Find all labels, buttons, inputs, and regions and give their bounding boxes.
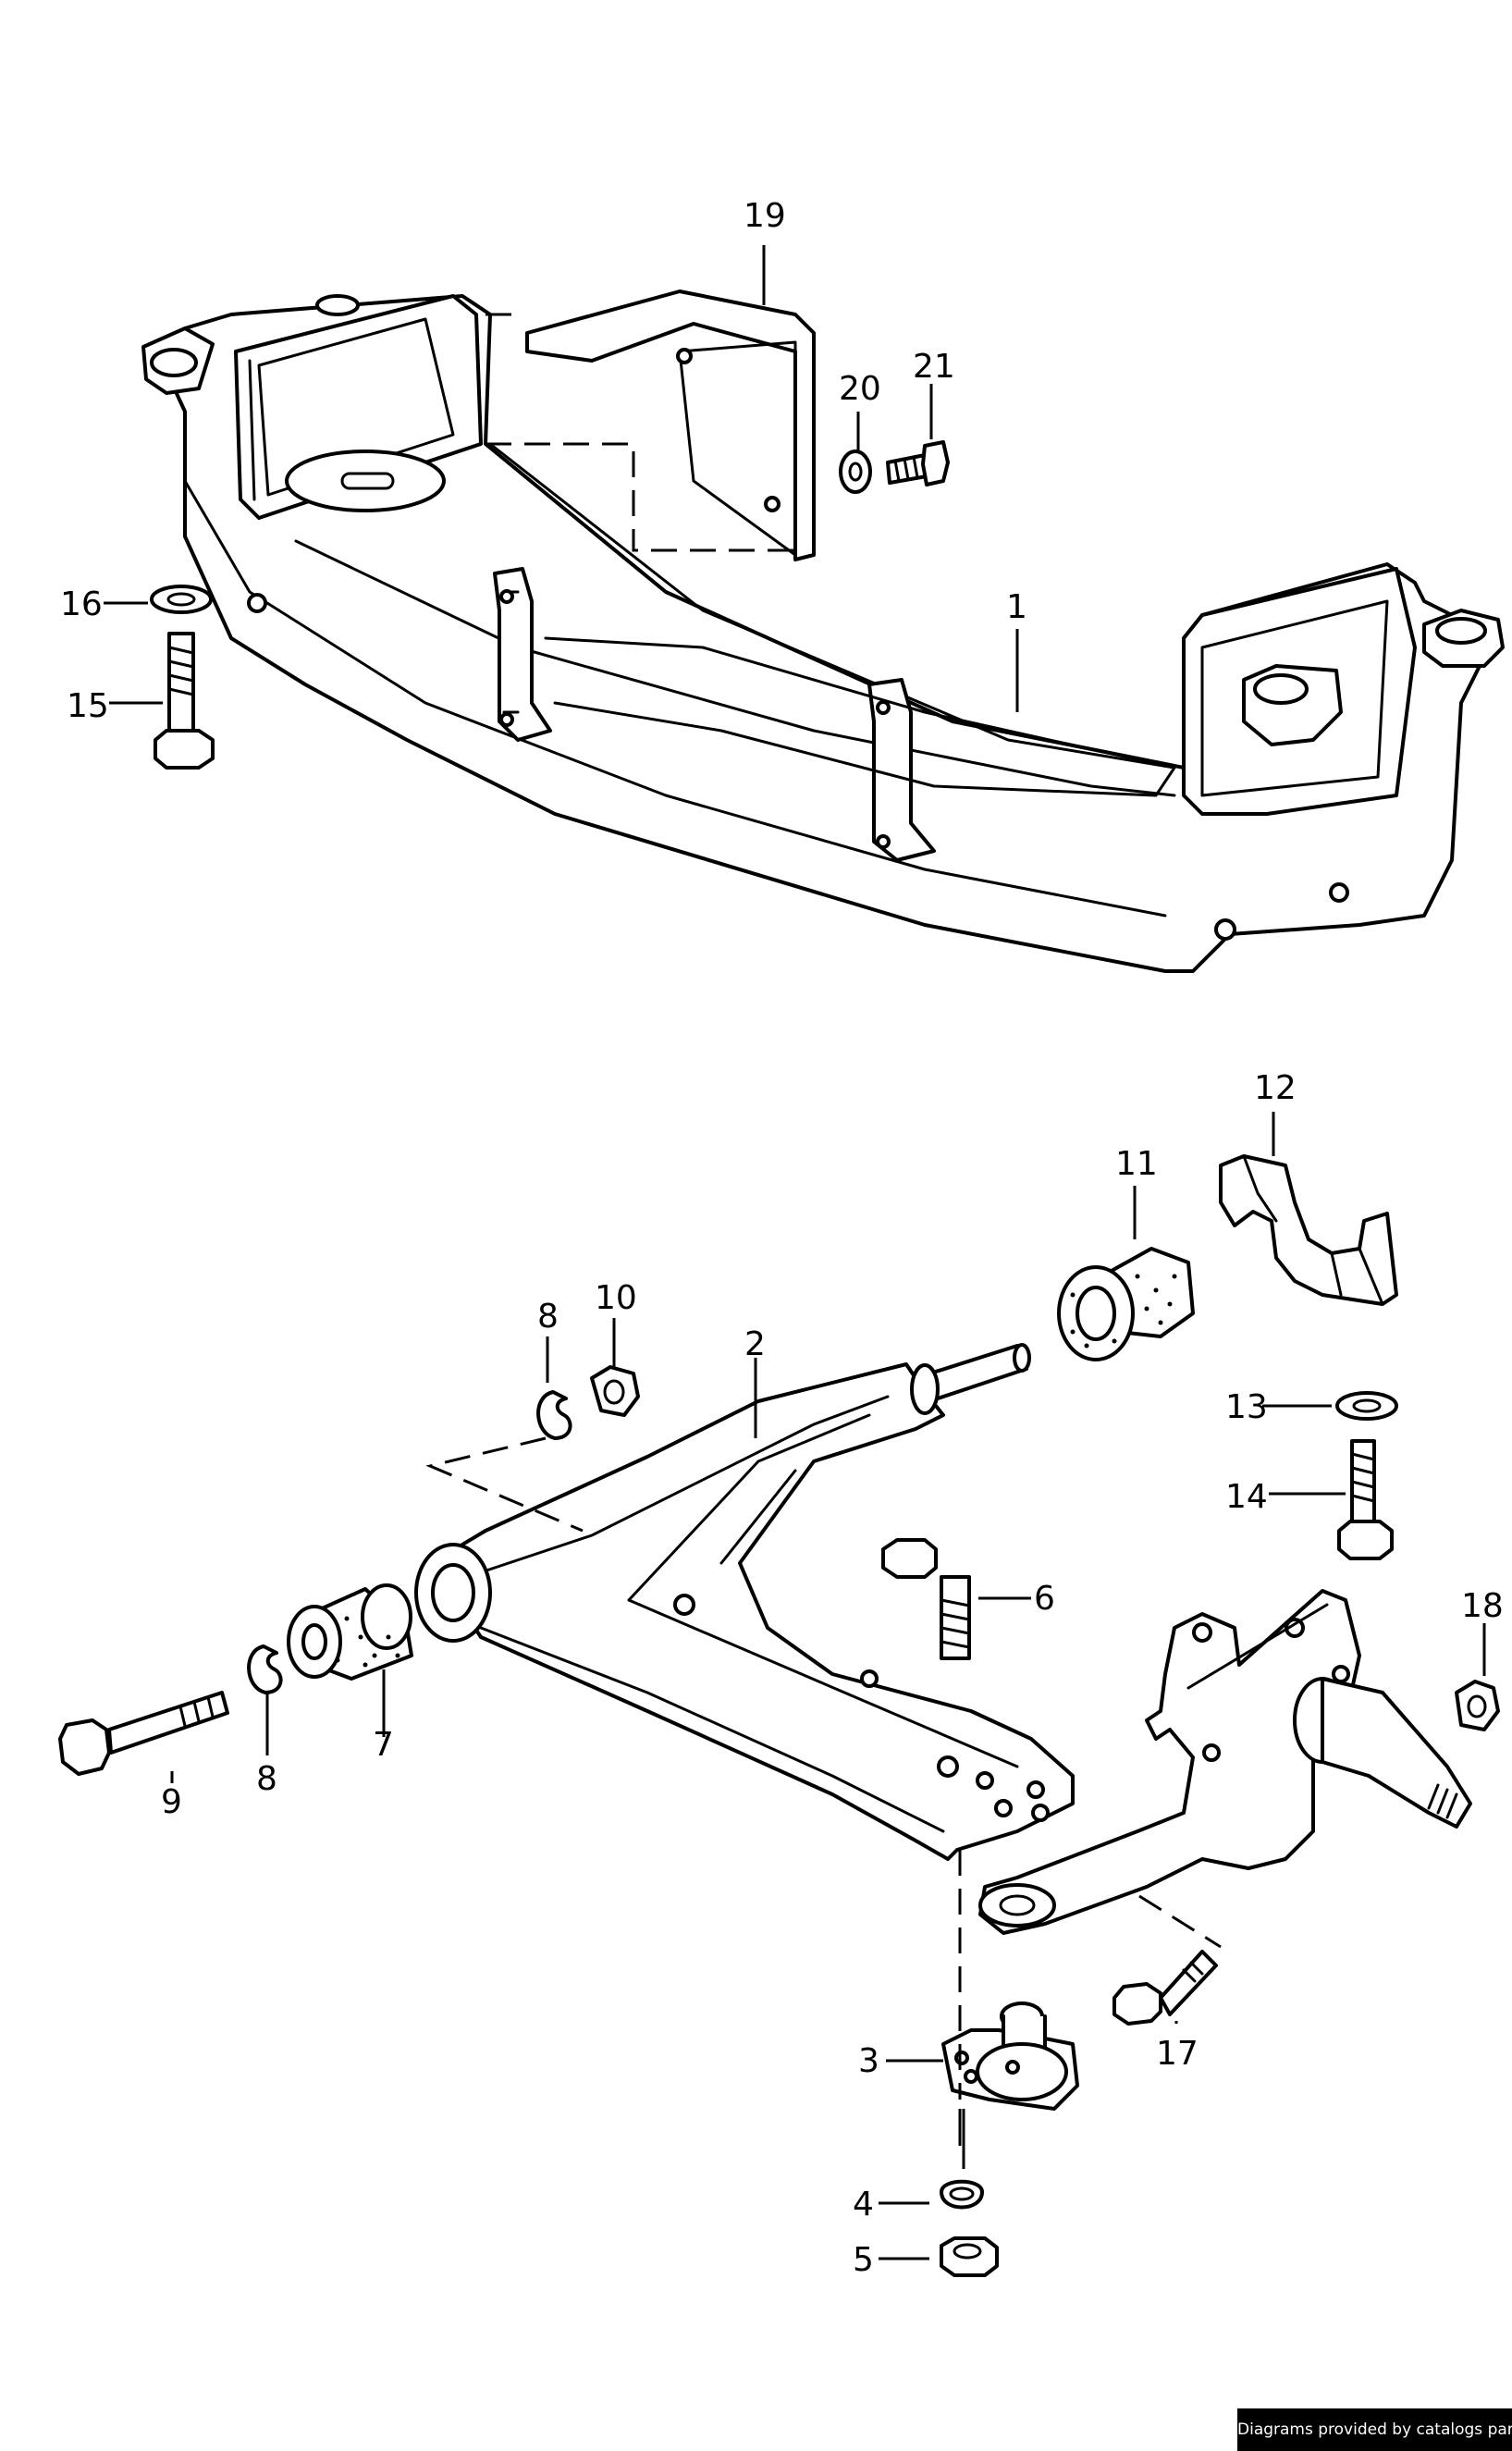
callout-3: 3 bbox=[858, 2042, 879, 2080]
washer-part-16 bbox=[150, 585, 213, 614]
callout-6: 6 bbox=[1034, 1580, 1055, 1618]
bolt-part-15 bbox=[154, 632, 215, 770]
callout-9: 9 bbox=[161, 1783, 182, 1821]
clamp-part-12 bbox=[1219, 1154, 1398, 1306]
bolt-part-9 bbox=[58, 1691, 229, 1776]
callout-19: 19 bbox=[744, 197, 786, 235]
washer-part-20 bbox=[839, 450, 872, 494]
bolt-part-21 bbox=[886, 440, 950, 487]
callout-8-top: 8 bbox=[537, 1298, 559, 1336]
callout-10: 10 bbox=[595, 1279, 637, 1317]
callout-7: 7 bbox=[373, 1726, 394, 1764]
callout-15: 15 bbox=[67, 687, 109, 725]
callout-13: 13 bbox=[1225, 1388, 1268, 1426]
nut-part-10 bbox=[590, 1365, 640, 1417]
credit-banner: Diagrams provided by catalogs parts bbox=[1237, 2408, 1512, 2451]
callout-16: 16 bbox=[60, 585, 103, 623]
callout-5: 5 bbox=[853, 2241, 874, 2279]
bolt-part-17 bbox=[1112, 1950, 1218, 2026]
callout-21: 21 bbox=[913, 348, 955, 386]
leader-lines bbox=[104, 245, 1486, 2260]
callout-11: 11 bbox=[1115, 1145, 1158, 1183]
bracket-part-19 bbox=[486, 289, 816, 561]
callout-8-bottom: 8 bbox=[256, 1760, 277, 1798]
bushing-part-11 bbox=[1057, 1247, 1195, 1361]
nut-part-18 bbox=[1455, 1680, 1500, 1731]
steering-knuckle bbox=[978, 1589, 1472, 1949]
callout-12: 12 bbox=[1254, 1069, 1297, 1107]
washer-part-13 bbox=[1335, 1391, 1398, 1421]
bolt-part-6 bbox=[881, 1538, 971, 1660]
callout-17: 17 bbox=[1156, 2035, 1199, 2073]
washer-part-8-top bbox=[536, 1390, 572, 1440]
bushing-part-7 bbox=[287, 1583, 413, 1681]
callout-20: 20 bbox=[839, 370, 881, 408]
ball-joint-part-3 bbox=[941, 2001, 1079, 2111]
callout-2: 2 bbox=[744, 1325, 766, 1363]
crossmember-part-1 bbox=[141, 294, 1505, 973]
callout-14: 14 bbox=[1225, 1478, 1268, 1516]
callout-labels: 19 20 21 16 15 1 12 11 13 14 2 8 10 6 18… bbox=[60, 197, 1504, 2279]
control-arm-part-2 bbox=[414, 1343, 1075, 1861]
bolt-part-14 bbox=[1337, 1439, 1394, 1560]
washer-part-8-bottom bbox=[247, 1644, 283, 1694]
callout-18: 18 bbox=[1461, 1587, 1504, 1625]
lock-washer-part-4 bbox=[940, 2179, 984, 2210]
callout-4: 4 bbox=[853, 2186, 874, 2223]
callout-1: 1 bbox=[1006, 588, 1027, 626]
